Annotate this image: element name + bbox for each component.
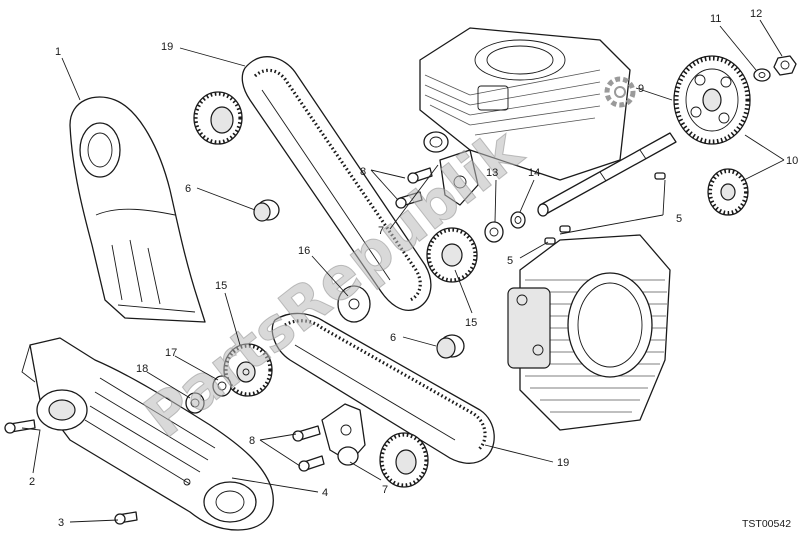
callout-8-lower: 8 bbox=[249, 435, 255, 447]
part-7-lower-tensioner bbox=[321, 403, 366, 466]
part-10-small-gear bbox=[707, 168, 749, 216]
callout-6-upper: 6 bbox=[185, 183, 191, 195]
callout-1: 1 bbox=[55, 46, 61, 58]
callout-19-upper: 19 bbox=[161, 41, 173, 53]
callout-15-left: 15 bbox=[215, 280, 227, 292]
leader-lines bbox=[21, 19, 785, 523]
part-1-upper-belt-cover bbox=[69, 96, 206, 323]
lower-cylinder-block bbox=[507, 234, 671, 431]
part-15-lower-drive-pulley bbox=[223, 343, 273, 397]
callout-8-upper: 8 bbox=[360, 166, 366, 178]
callout-2: 2 bbox=[29, 476, 35, 488]
callout-11: 11 bbox=[710, 13, 721, 25]
part-8-screws-lower bbox=[292, 425, 325, 472]
part-7-upper-tensioner bbox=[423, 131, 479, 206]
callout-12: 12 bbox=[750, 8, 762, 20]
callout-18: 18 bbox=[136, 363, 148, 375]
callout-16: 16 bbox=[298, 245, 310, 257]
drawing-code: TST00542 bbox=[742, 518, 791, 530]
callout-4: 4 bbox=[322, 487, 328, 499]
part-14-ring bbox=[510, 211, 526, 229]
callout-6-lower: 6 bbox=[390, 332, 396, 344]
part-17-spacer bbox=[212, 375, 232, 397]
part-19-lower-timing-belt bbox=[271, 312, 495, 464]
part-8-screws-upper bbox=[395, 167, 433, 209]
part-2-screw bbox=[4, 419, 36, 434]
callout-17: 17 bbox=[165, 347, 177, 359]
part-9-large-gear bbox=[673, 55, 751, 145]
callout-5-right: 5 bbox=[676, 213, 682, 225]
callout-19-lower: 19 bbox=[557, 457, 569, 469]
callout-13: 13 bbox=[486, 167, 498, 179]
callout-10: 10 bbox=[786, 155, 798, 167]
upper-cam-pulley-left bbox=[193, 91, 243, 145]
part-6-upper-bearing bbox=[253, 199, 280, 222]
part-11-washer bbox=[753, 68, 771, 82]
callout-7-lower: 7 bbox=[382, 484, 388, 496]
part-3-screw bbox=[114, 511, 138, 525]
part-6-lower-bearing bbox=[436, 334, 465, 359]
callout-9: 9 bbox=[638, 83, 644, 95]
part-19-upper-timing-belt bbox=[241, 56, 432, 311]
part-15-upper-drive-pulley bbox=[426, 227, 478, 283]
layshaft bbox=[537, 132, 677, 217]
part-12-nut bbox=[773, 55, 797, 76]
part-4-lower-belt-cover bbox=[21, 337, 274, 531]
callout-14: 14 bbox=[528, 167, 540, 179]
lower-cam-pulley bbox=[379, 432, 429, 488]
callout-15-right: 15 bbox=[465, 317, 477, 329]
watermark-gear-icon bbox=[604, 76, 636, 108]
callout-5-left: 5 bbox=[507, 255, 513, 267]
callout-3: 3 bbox=[58, 517, 64, 529]
part-16-washer bbox=[337, 285, 371, 323]
callout-labels: 1 2 3 4 5 5 6 6 7 7 8 8 9 10 11 12 13 14… bbox=[29, 8, 798, 529]
part-13-spacer bbox=[484, 221, 504, 243]
callout-7-upper: 7 bbox=[378, 225, 384, 237]
part-18-nut bbox=[185, 392, 205, 414]
